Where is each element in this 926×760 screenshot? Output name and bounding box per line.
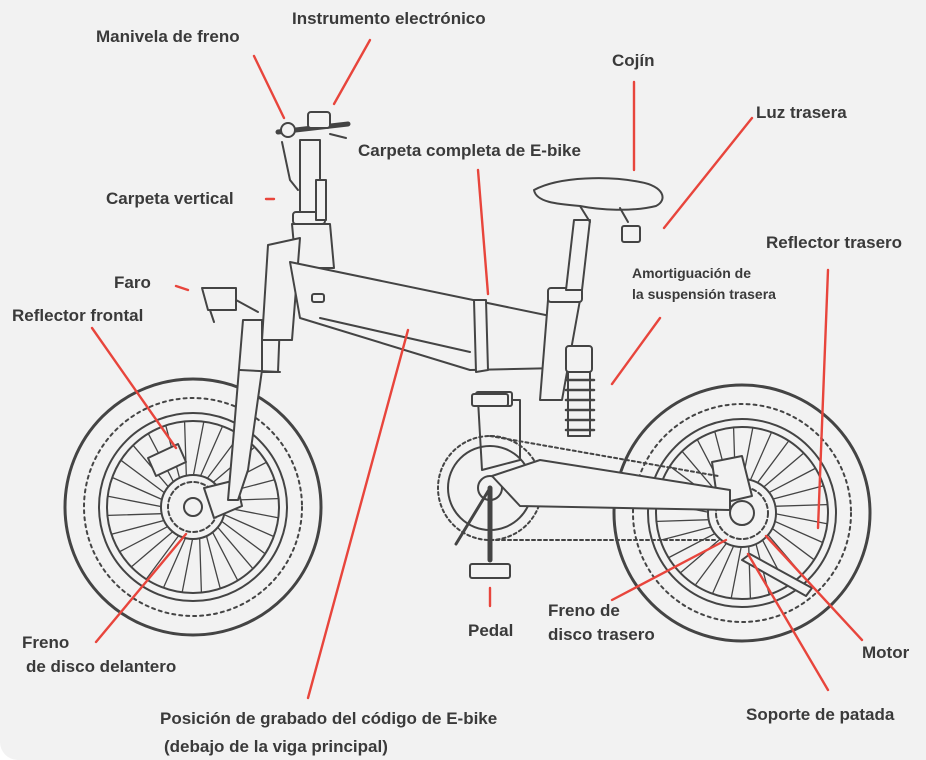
seat-tube	[539, 219, 591, 401]
pedal-part	[469, 393, 511, 579]
chain	[489, 435, 719, 541]
front-reflector-part	[147, 443, 187, 477]
leader-motor	[764, 534, 864, 642]
swingarm	[491, 459, 731, 511]
label-rear-shock-line1: Amortiguación de	[632, 265, 752, 281]
label-rear-brake-line1: Freno de	[548, 601, 620, 620]
leader-serial	[306, 328, 410, 700]
main-beam	[289, 261, 561, 373]
label-rear-shock-line2: la suspensión trasera	[632, 286, 776, 302]
label-motor: Motor	[862, 643, 910, 662]
label-kickstand: Soporte de patada	[746, 705, 895, 724]
headlight-part	[201, 287, 259, 323]
label-front-reflector: Reflector frontal	[12, 306, 144, 325]
handlebar	[275, 111, 351, 191]
leader-front-reflector	[90, 326, 178, 450]
rear-light-part	[621, 225, 641, 243]
leader-display	[332, 38, 372, 106]
leader-headlight	[174, 284, 190, 292]
leader-rear-light	[662, 116, 754, 230]
leader-full-folder	[476, 168, 490, 296]
label-front-brake-line1: Freno	[22, 633, 70, 652]
label-pedal: Pedal	[468, 621, 514, 640]
leader-rear-shock	[610, 316, 662, 386]
label-rear-light: Luz trasera	[756, 103, 847, 122]
label-rear-brake-line2: disco trasero	[548, 625, 655, 644]
label-display: Instrumento electrónico	[292, 9, 486, 28]
label-serial-line2: (debajo de la viga principal)	[164, 737, 388, 756]
label-serial-line1: Posición de grabado del código de E-bike	[160, 709, 498, 728]
leader-brake-lever	[252, 54, 286, 120]
saddle-part	[533, 177, 664, 223]
label-full-folder: Carpeta completa de E-bike	[358, 141, 581, 160]
leader-front-brake	[94, 532, 188, 644]
label-vertical-folder: Carpeta vertical	[106, 189, 234, 208]
leader-rear-brake	[610, 538, 728, 602]
leader-kickstand	[746, 552, 830, 692]
label-headlight: Faro	[114, 273, 151, 292]
label-front-brake-line2: de disco delantero	[26, 657, 177, 676]
label-brake-lever: Manivela de freno	[96, 27, 240, 46]
label-rear-reflector: Reflector trasero	[766, 233, 903, 252]
leader-rear-reflector	[816, 268, 830, 530]
rear-wheel	[612, 383, 872, 643]
rear-shock	[564, 345, 596, 437]
kickstand-part	[741, 553, 813, 597]
label-saddle: Cojín	[612, 51, 655, 70]
